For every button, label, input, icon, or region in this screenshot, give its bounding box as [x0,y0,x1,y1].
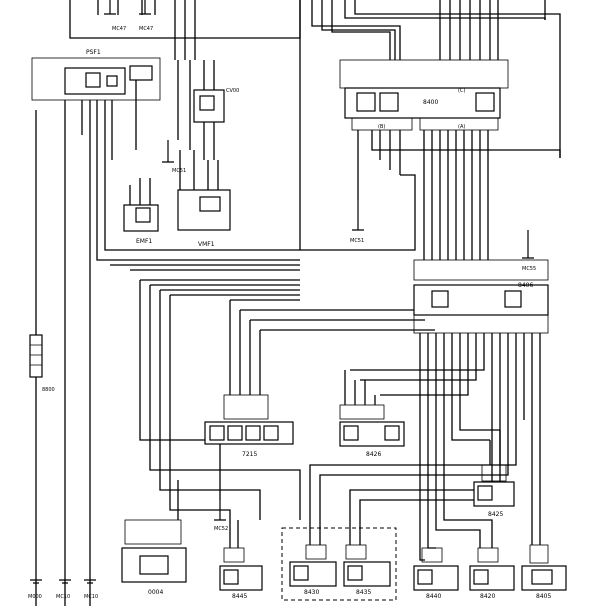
ground-label: MC55 [522,266,536,272]
middle-wire-bundle [110,264,435,540]
ground-mc51-a: MC51 [162,140,186,174]
top-wire-bundle [69,0,561,250]
ground-label: MC51 [172,168,186,174]
module-8406: 8406 [413,259,549,334]
speaker-8435-label: 8435 [356,589,371,596]
module-8425: 8425 [473,430,515,518]
ground-mc10-a: MC10 [56,579,71,600]
emf1-label: EMF1 [136,238,152,245]
fuse-8800-label: 8800 [42,387,55,393]
ground-label: MC52 [214,526,228,532]
module-7215-label: 7215 [242,451,257,458]
module-8400-conn-a: (A) [458,124,465,130]
ground-mc47-a: MC47 [104,0,126,32]
module-8400-conn-b: (B) [378,124,385,130]
speaker-group-dashed [281,527,397,601]
psf1-label: PSF1 [86,49,101,56]
module-8426: 8426 [339,370,405,458]
speaker-8420-label: 8420 [480,593,495,600]
module-8400-conn-c: (C) [458,88,465,94]
module-8426-label: 8426 [366,451,381,458]
speaker-8440-label: 8440 [426,593,441,600]
vmf1-module: CV00 VMF1 [177,60,239,248]
speaker-8435: 8435 [343,544,391,596]
emf1-module: EMF1 [123,178,159,245]
module-8406-label: 8406 [518,282,533,289]
module-0004: 0004 [121,480,187,596]
speaker-8445-label: 8445 [232,593,247,600]
ground-label: M000 [28,594,42,600]
fuse-8800: 8800 [29,334,55,393]
antenna-8405: 8405 [521,544,567,600]
module-8425-label: 8425 [488,511,503,518]
module-7215: 7215 [204,394,294,458]
vmf1-label: VMF1 [198,241,215,248]
speaker-8445: 8445 [219,520,263,600]
module-8406-wires [309,333,541,561]
ground-mc52: MC52 [214,500,228,532]
ground-label: MC51 [350,238,364,244]
speaker-8430: 8430 [289,544,337,596]
speaker-8430-label: 8430 [304,589,319,596]
speaker-8420: 8420 [469,547,515,600]
ground-mc55: MC55 [522,230,536,272]
module-8400-wires [300,130,561,260]
ground-label: MC10 [84,594,98,600]
module-8400: 8400 (C) (B) (A) [339,59,509,131]
ground-label: MC10 [56,594,70,600]
psf1-fuse-box: PSF1 [31,49,161,101]
psf1-wires [35,80,300,606]
antenna-8405-label: 8405 [536,593,551,600]
ground-label: MC47 [139,26,153,32]
speaker-8440: 8440 [413,547,459,600]
ground-mc10-b: MC10 [84,579,98,600]
ground-m000: M000 [28,579,42,600]
cv00-label: CV00 [226,88,239,94]
ground-mc51-b: MC51 [350,200,364,244]
module-8400-label: 8400 [423,99,438,106]
module-0004-label: 0004 [148,589,163,596]
ground-label: MC47 [112,26,126,32]
ground-mc47-b: MC47 [139,0,153,32]
